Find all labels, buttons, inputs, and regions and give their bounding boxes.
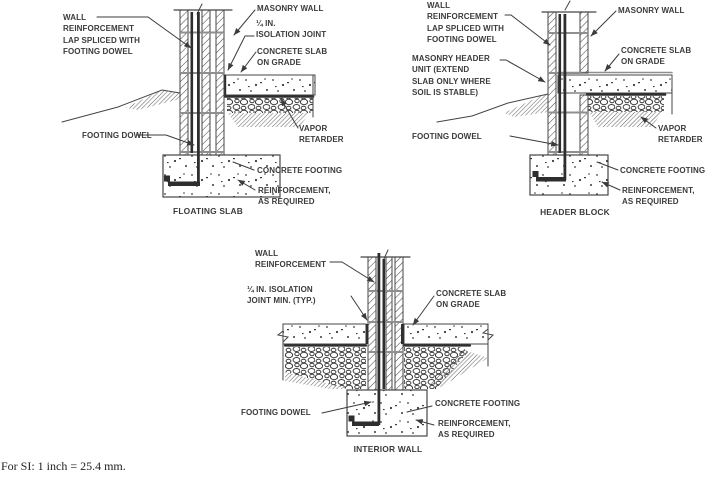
earth-band-left <box>285 372 348 389</box>
label-concrete-slab: CONCRETE SLAB ON GRADE <box>257 47 328 68</box>
label-vapor-retarder: VAPOR RETARDER <box>658 124 703 145</box>
label-concrete-slab: CONCRETE SLAB ON GRADE <box>436 289 507 310</box>
label-footing-dowel: FOOTING DOWEL <box>241 408 311 417</box>
concrete-footing <box>162 154 281 198</box>
diagram-title-interior-wall: INTERIOR WALL <box>353 444 423 454</box>
label-concrete-slab: CONCRETE SLAB ON GRADE <box>621 46 692 67</box>
earth-hatch <box>504 94 548 117</box>
break-mark <box>481 328 495 341</box>
concrete-slab <box>224 74 316 96</box>
label-masonry-wall: MASONRY WALL <box>618 6 685 15</box>
masonry-wall-web <box>385 256 393 391</box>
leader-reinforcement <box>601 181 621 191</box>
wall-reinforcement-bar <box>382 259 386 389</box>
leader-reinforcement <box>415 419 435 426</box>
label-isolation-joint: ¼ IN. ISOLATION JOINT <box>256 19 327 40</box>
dowel-bend-leg <box>536 177 566 182</box>
interior-wall-diagram <box>276 249 495 437</box>
label-reinforcement: REINFORCEMENT, AS REQUIRED <box>258 186 331 207</box>
leader-masonry-wall <box>233 9 256 36</box>
grade-line <box>436 93 549 123</box>
label-wall-reinforcement: WALL REINFORCEMENT <box>255 249 327 270</box>
leader-footing-dowel <box>509 135 559 147</box>
label-isolation-joint: ¼ IN. ISOLATION JOINT MIN. (TYP.) <box>247 285 316 306</box>
leader-masonry-wall <box>590 10 617 37</box>
leader-footing-dowel <box>321 400 372 414</box>
isolation-joint-strip <box>223 75 227 95</box>
floating-slab-diagram <box>61 3 316 198</box>
footing-rebar-section <box>164 175 170 182</box>
masonry-wall-face <box>579 11 589 74</box>
label-wall-reinforcement: WALL REINFORCEMENT LAP SPLICED WITH FOOT… <box>427 1 505 44</box>
leader-concrete-footing <box>232 161 255 171</box>
gravel-base-left <box>285 347 366 389</box>
diagram-title-header-block: HEADER BLOCK <box>540 207 610 217</box>
footing-rebar-section <box>348 415 355 422</box>
label-concrete-footing: CONCRETE FOOTING <box>435 399 521 408</box>
leader-vapor-retarder <box>640 116 657 129</box>
wall-reinforcement-bar <box>190 12 194 153</box>
leader-isolation-joint <box>227 35 255 71</box>
leader-concrete-slab <box>412 295 435 326</box>
concrete-footing <box>346 389 428 437</box>
concrete-slab-left <box>282 323 367 345</box>
leader-concrete-footing <box>406 405 433 413</box>
label-footing-dowel: FOOTING DOWEL <box>82 131 152 140</box>
label-masonry-wall: MASONRY WALL <box>257 4 324 13</box>
masonry-header-unit <box>579 94 589 156</box>
wall-reinforcement-bar <box>558 14 562 153</box>
footing-dowel-bar <box>197 12 200 185</box>
leader-wall-reinforcement <box>504 14 551 46</box>
break-mark <box>276 330 290 343</box>
gravel-base-right <box>404 347 468 389</box>
leader-masonry-header <box>499 59 546 83</box>
footing-rebar-section <box>532 171 539 177</box>
isolation-joint-strip <box>365 324 369 344</box>
label-reinforcement: REINFORCEMENT, AS REQUIRED <box>622 186 695 207</box>
leader-wall-reinforcement <box>329 261 375 283</box>
masonry-wall-face <box>394 256 404 391</box>
dowel-bend-leg <box>168 181 200 186</box>
label-concrete-footing: CONCRETE FOOTING <box>620 166 706 175</box>
footing-dowel-bar <box>563 14 567 180</box>
leader-footing-dowel <box>136 134 195 146</box>
label-masonry-header: MASONRY HEADER UNIT (EXTEND SLAB ONLY WH… <box>412 54 491 97</box>
isolation-joint-strip <box>401 324 404 344</box>
earth-hatch <box>125 90 180 110</box>
concrete-footing <box>529 154 609 196</box>
label-footing-dowel: FOOTING DOWEL <box>412 132 482 141</box>
header-block-diagram <box>436 0 673 196</box>
leader-concrete-footing <box>596 161 619 171</box>
gravel-base <box>588 96 664 112</box>
label-wall-reinforcement: WALL REINFORCEMENT LAP SPLICED WITH FOOT… <box>63 13 141 56</box>
leader-concrete-slab <box>604 53 620 72</box>
leader-wall-reinforcement <box>96 16 192 49</box>
dowel-bend-leg <box>352 421 379 426</box>
concrete-slab <box>557 74 673 94</box>
footing-dowel-bar <box>377 253 381 425</box>
si-conversion-note: For SI: 1 inch = 25.4 mm. <box>1 459 126 473</box>
masonry-wall-face <box>367 256 377 391</box>
gravel-base <box>227 98 313 113</box>
break-mark <box>564 0 571 11</box>
diagram-title-floating-slab: FLOATING SLAB <box>173 206 243 216</box>
earth-under-gravel <box>228 113 310 127</box>
earth-band-right <box>430 350 488 387</box>
leader-isolation-joint <box>350 295 368 321</box>
label-concrete-footing: CONCRETE FOOTING <box>257 166 343 175</box>
leader-concrete-slab <box>240 51 257 73</box>
grade-line <box>61 89 181 123</box>
leader-reinforcement <box>237 179 256 191</box>
label-vapor-retarder: VAPOR RETARDER <box>299 124 344 145</box>
concrete-slab-right <box>403 323 489 345</box>
label-reinforcement: REINFORCEMENT, AS REQUIRED <box>438 419 511 440</box>
leader-vapor-retarder <box>280 98 299 129</box>
